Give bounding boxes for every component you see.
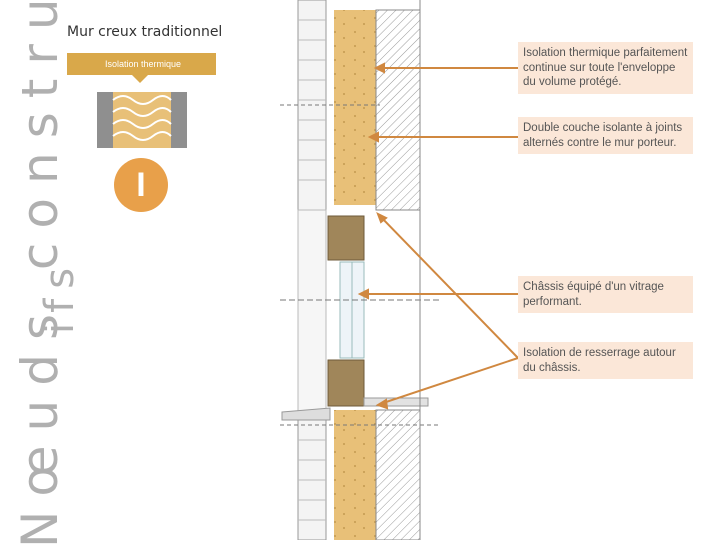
insulation-lower <box>334 410 376 540</box>
category-badge: I <box>114 158 168 212</box>
window-frame <box>327 215 365 407</box>
wall-section-diagram <box>280 0 440 540</box>
sill <box>281 407 331 421</box>
note-isolation-continue: Isolation thermique parfaitement continu… <box>518 42 693 94</box>
note-chassis-vitrage: Châssis équipé d'un vitrage performant. <box>518 276 693 313</box>
insulation-swatch <box>97 92 187 148</box>
tag-pointer <box>132 75 148 83</box>
category-tag: Isolation thermique <box>67 53 216 75</box>
note-double-couche: Double couche isolante à joints alternés… <box>518 117 693 154</box>
note-isolation-resserrage: Isolation de resserrage autour du châssi… <box>518 342 693 379</box>
insulation-upper <box>334 10 376 205</box>
section-title: Mur creux traditionnel <box>67 24 223 40</box>
category-tag-label: Isolation thermique <box>105 59 182 69</box>
inner-leaf-upper <box>375 9 421 211</box>
